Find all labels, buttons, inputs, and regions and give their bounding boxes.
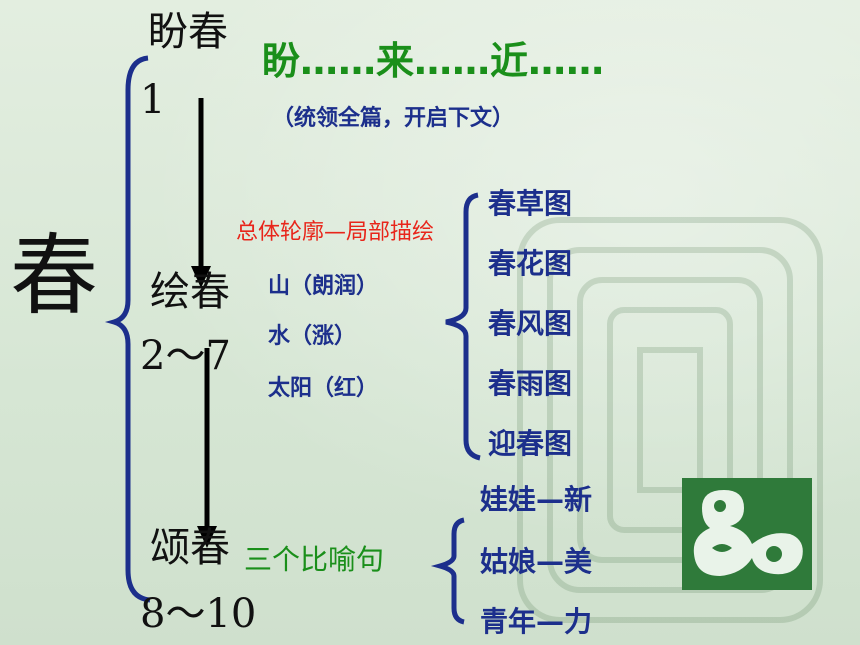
stage3-method: 三个比喻句 — [244, 543, 385, 576]
stage1-note: （统领全篇，开启下文） — [272, 106, 515, 131]
metaphor-item-1: 娃娃—新 — [480, 483, 593, 516]
outline-item-2: 水（涨） — [268, 324, 357, 349]
stage1-range: 1 — [140, 77, 166, 123]
stage3-range: 8～10 — [140, 591, 257, 637]
picture-item-1: 春草图 — [488, 187, 573, 220]
outline-item-3: 太阳（红） — [268, 376, 379, 401]
picture-item-5: 迎春图 — [488, 427, 573, 460]
background-pattern — [517, 217, 823, 623]
stage3-title: 颂春 — [150, 525, 230, 571]
stage2-title: 绘春 — [150, 269, 230, 315]
picture-item-4: 春雨图 — [488, 367, 573, 400]
metaphor-item-3: 青年—力 — [480, 605, 593, 638]
stage2-range: 2～7 — [140, 333, 231, 379]
outline-item-1: 山（朗润） — [268, 274, 379, 299]
picture-item-3: 春风图 — [488, 307, 573, 340]
stage1-headline: 盼……来……近…… — [262, 39, 605, 83]
picture-item-2: 春花图 — [488, 247, 573, 280]
stage2-method: 总体轮廓—局部描绘 — [236, 220, 435, 245]
stage1-title: 盼春 — [148, 9, 228, 55]
jade-dragon-emblem — [682, 478, 812, 590]
metaphor-item-2: 姑娘—美 — [480, 545, 593, 578]
main-character: 春 — [10, 224, 99, 327]
